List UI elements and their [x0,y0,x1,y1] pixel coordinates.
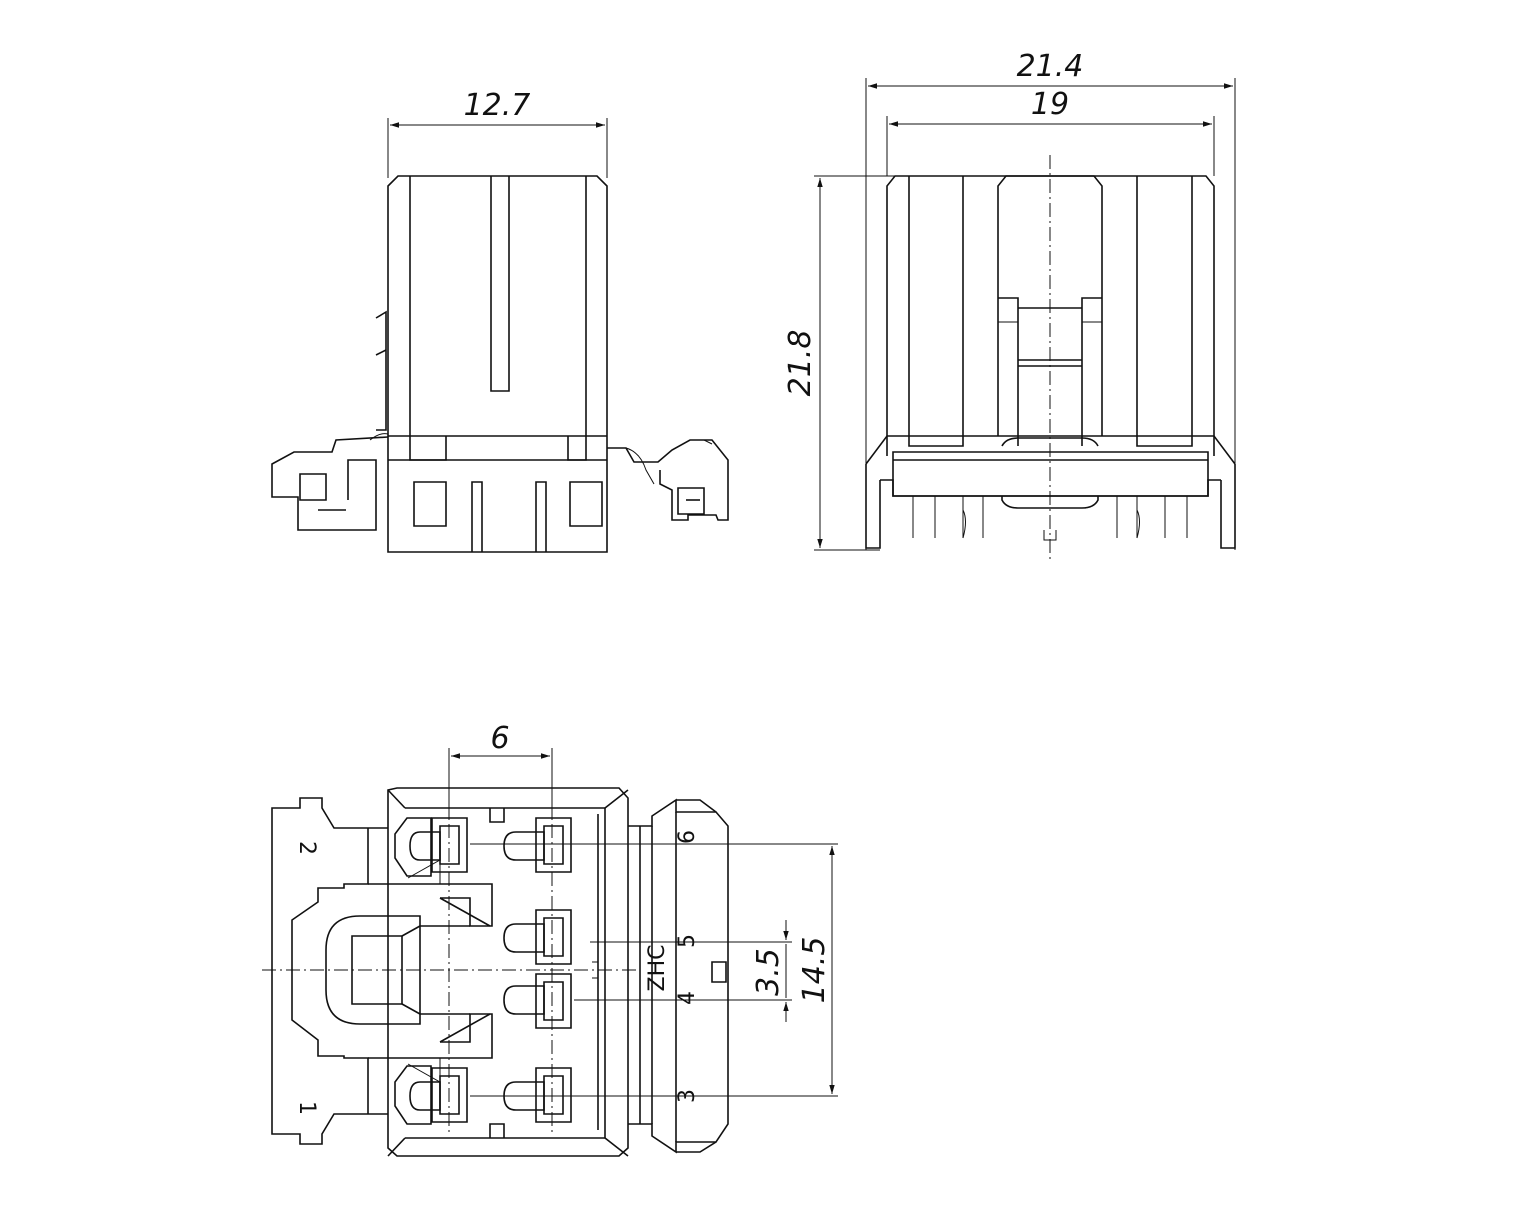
dim-front-inner-width: 19 [1031,87,1069,122]
pin-label-4: 4 [675,991,700,1005]
dim-front-height: 21.8 [783,330,818,397]
pin-label-2: 2 [294,841,319,855]
pin-terminals [394,817,572,1125]
pin-label-1: 1 [294,1101,319,1115]
pin-label-6: 6 [675,830,700,844]
bottom-view: 6 [262,721,838,1157]
pin-label-5: 5 [675,934,700,948]
dim-front-overall-width: 21.4 [1017,49,1084,84]
pin-label-3: 3 [675,1089,700,1103]
front-view: 21.4 19 21.8 [783,49,1236,560]
dim-row-pitch: 3.5 [751,948,786,996]
dim-row-span: 14.5 [797,937,832,1004]
marking-text: ZHC [645,945,670,992]
side-view: 12.7 [271,88,729,553]
dim-side-width: 12.7 [464,88,531,123]
dim-pin-pitch: 6 [490,721,509,756]
